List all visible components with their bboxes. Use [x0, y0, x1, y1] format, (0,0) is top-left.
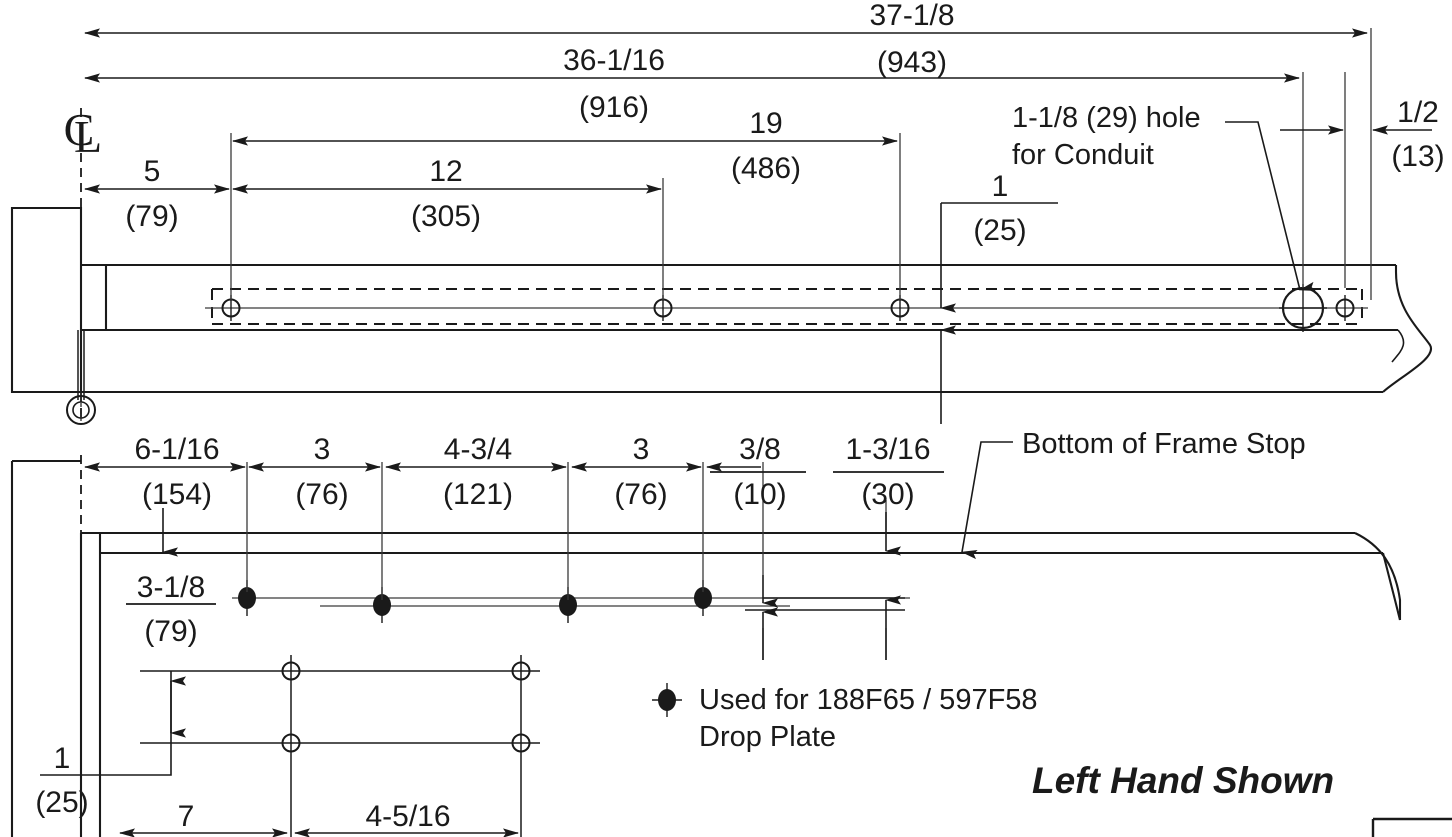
dim-b-3: 3 (76) — [248, 433, 381, 511]
title-block-corner — [1371, 817, 1452, 837]
drop-plate-points — [238, 580, 712, 623]
dim-i-7: 7 — [119, 800, 288, 837]
left-hinge-block — [10, 206, 83, 394]
dim-c-4-3-4: 4-3/4 (121) — [385, 433, 567, 511]
hand-note: Left Hand Shown — [1032, 760, 1334, 801]
dim-h-imperial: 1 — [54, 742, 71, 775]
dim-span-12-metric: (305) — [411, 200, 481, 233]
dim-height-1-metric: (25) — [973, 214, 1026, 247]
lower-rail-right-curve — [1354, 532, 1402, 620]
dim-overall-37-1-8-metric: (943) — [877, 46, 947, 79]
dim-span-19: 19 (486) — [232, 107, 898, 185]
legend-line1: Used for 188F65 / 597F58 — [699, 684, 1038, 716]
dim-d-metric: (76) — [614, 478, 667, 511]
lower-view: 6-1/16 (154) 3 (76) 4-3/4 (121) 3 (76) 3… — [10, 428, 1402, 837]
dim-overall-36-1-16-metric: (916) — [579, 91, 649, 124]
dim-end-1-2: 1/2 (13) — [1372, 96, 1445, 173]
dim-c-metric: (121) — [443, 478, 513, 511]
dim-i-imperial: 7 — [178, 800, 195, 833]
dim-a-metric: (154) — [142, 478, 212, 511]
dim-a-imperial: 6-1/16 — [134, 433, 219, 466]
upper-hidden-hole-band — [211, 288, 1363, 325]
svg-text:C: C — [64, 104, 95, 155]
upper-extension-lines — [230, 28, 1372, 300]
conduit-note-line2: for Conduit — [1012, 139, 1154, 171]
dim-g-metric: (79) — [144, 615, 197, 648]
upper-rail-right-curve-inner — [1391, 329, 1405, 363]
dim-overall-37-1-8-imperial: 37-1/8 — [869, 0, 954, 32]
dim-c-imperial: 4-3/4 — [444, 433, 512, 466]
dim-edge-5-imperial: 5 — [144, 155, 161, 188]
dim-a-6-1-16: 6-1/16 (154) — [84, 433, 246, 511]
dim-overall-37-1-8: 37-1/8 (943) — [84, 0, 1368, 79]
lower-rail-step — [98, 533, 1383, 555]
dim-h-metric: (25) — [35, 786, 88, 819]
dim-end-1-2-metric: (13) — [1391, 140, 1444, 173]
upper-view: 37-1/8 (943) 36-1/16 (916) 19 (486) 5 (7… — [10, 0, 1445, 425]
dim-h-1: 1 (25) — [35, 671, 186, 819]
dim-overall-36-1-16-imperial: 36-1/16 — [563, 44, 665, 77]
dim-overall-36-1-16: 36-1/16 (916) — [84, 44, 1300, 124]
hole-pattern-detail: 1 (25) 7 4-5/16 — [35, 655, 540, 837]
dim-g-imperial: 3-1/8 — [137, 571, 205, 604]
dim-f-metric: (30) — [861, 478, 914, 511]
frame-stop-note: Bottom of Frame Stop — [1022, 428, 1306, 460]
dim-d-imperial: 3 — [633, 433, 650, 466]
lower-rail-right-curve-2 — [1381, 552, 1402, 621]
dim-span-19-metric: (486) — [731, 152, 801, 185]
detail-holes — [281, 661, 531, 753]
leader-frame-stop — [961, 441, 1013, 560]
centerline-symbol: C L — [64, 104, 102, 162]
upper-rail-right-curve — [1382, 265, 1433, 393]
dim-b-imperial: 3 — [314, 433, 331, 466]
dim-edge-5-metric: (79) — [125, 200, 178, 233]
dim-e-3-8: 3/8 (10) — [706, 433, 905, 660]
dim-j-4-5-16: 4-5/16 — [294, 800, 519, 837]
lower-left-bracket — [10, 459, 81, 837]
dim-e-imperial: 3/8 — [739, 433, 781, 466]
dim-j-imperial: 4-5/16 — [365, 800, 450, 833]
dim-f-1-3-16: 1-3/16 (30) — [833, 433, 944, 660]
dim-edge-5: 5 (79) — [84, 155, 230, 233]
upper-rail-step — [81, 265, 108, 332]
svg-text:L: L — [74, 111, 102, 162]
legend-line2: Drop Plate — [699, 721, 836, 753]
dim-height-1-imperial: 1 — [992, 170, 1009, 203]
dim-span-12-imperial: 12 — [429, 155, 462, 188]
dim-end-1-2-imperial: 1/2 — [1397, 96, 1439, 129]
conduit-note-line1: 1-1/8 (29) hole — [1012, 102, 1201, 134]
dim-span-19-imperial: 19 — [749, 107, 782, 140]
dim-b-metric: (76) — [295, 478, 348, 511]
legend-marker-icon — [652, 683, 682, 717]
leader-conduit-hole — [1225, 121, 1316, 291]
legend: Used for 188F65 / 597F58 Drop Plate — [652, 683, 1038, 753]
dim-e-metric: (10) — [733, 478, 786, 511]
dim-g-3-1-8: 3-1/8 (79) — [126, 508, 216, 648]
dim-d-3: 3 (76) — [571, 433, 702, 511]
lower-rail-left-edge — [79, 533, 102, 837]
dim-f-imperial: 1-3/16 — [845, 433, 930, 466]
dim-span-12: 12 (305) — [232, 155, 662, 233]
dim-height-1: 1 (25) — [940, 170, 1058, 424]
